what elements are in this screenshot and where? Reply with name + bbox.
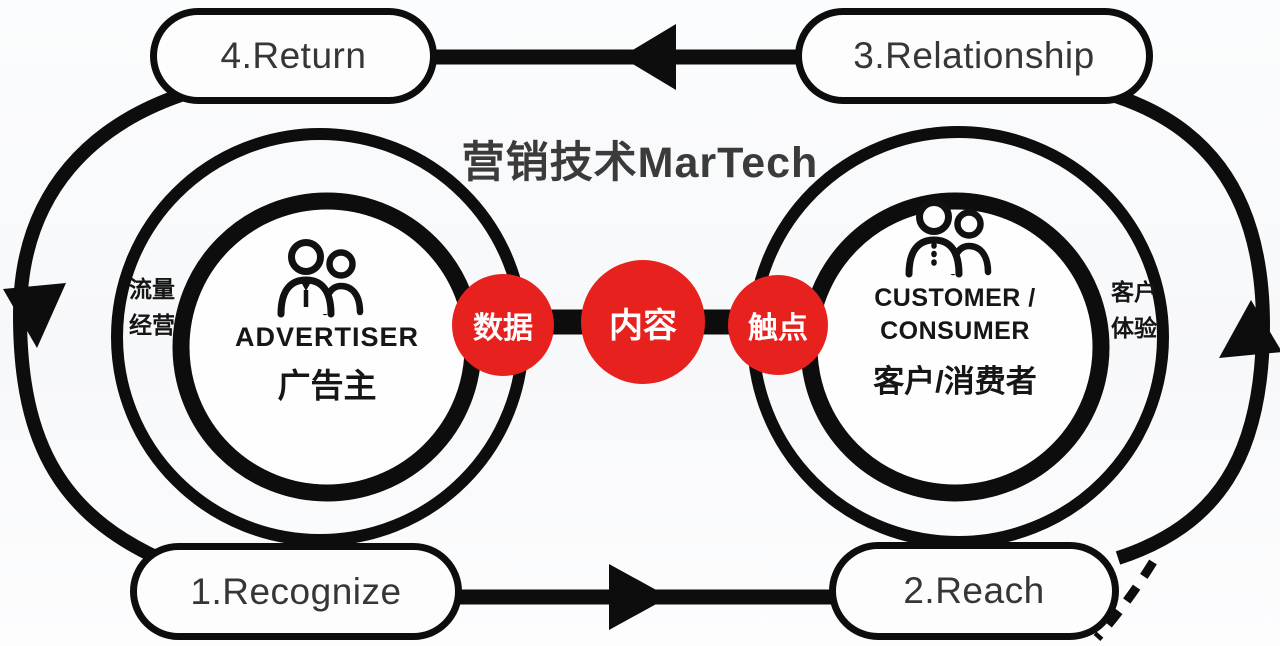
stage-label-reach: 2.Reach: [903, 570, 1045, 611]
left-arrowhead-icon: [621, 24, 676, 90]
down-arrowhead-icon: [3, 283, 66, 348]
stage-label-relationship: 3.Relationship: [853, 35, 1095, 76]
advertiser-name-en: ADVERTISER: [234, 322, 420, 352]
customer-experience-label: 客户 体验: [1111, 279, 1157, 341]
touchpoint-node-label: 触点: [748, 312, 808, 345]
stage-pill-reach: 2.Reach: [829, 542, 1119, 640]
advertiser-name-zh: 广告主: [277, 367, 377, 404]
people-icon: [905, 199, 992, 278]
stage-label-recognize: 1.Recognize: [190, 570, 402, 612]
dashed-arc-fragment: [1093, 559, 1157, 641]
stage-pill-relationship: 3.Relationship: [795, 8, 1153, 104]
traffic-operation-label: 流量 经营: [129, 276, 175, 338]
data-node: 数据: [452, 274, 554, 376]
stage-pill-return: 4.Return: [150, 8, 437, 104]
customer-name-en: CUSTOMER / CONSUMER: [874, 284, 1036, 345]
content-node: 内容: [581, 260, 705, 384]
stage-label-return: 4.Return: [220, 35, 367, 76]
advertiser-entity: ADVERTISER 广告主: [187, 238, 467, 407]
touchpoint-node: 触点: [728, 275, 828, 375]
up-arrowhead-icon: [1219, 300, 1280, 358]
diagram-title: 营销技术MarTech: [461, 139, 819, 187]
customer-name-zh: 客户/消费者: [873, 364, 1037, 399]
content-node-label: 内容: [609, 306, 677, 345]
customer-entity: CUSTOMER / CONSUMER 客户/消费者: [815, 198, 1095, 401]
people-icon: [277, 239, 364, 318]
stage-pill-recognize: 1.Recognize: [130, 543, 462, 640]
data-node-label: 数据: [473, 312, 533, 345]
right-arrowhead-icon: [609, 564, 669, 630]
